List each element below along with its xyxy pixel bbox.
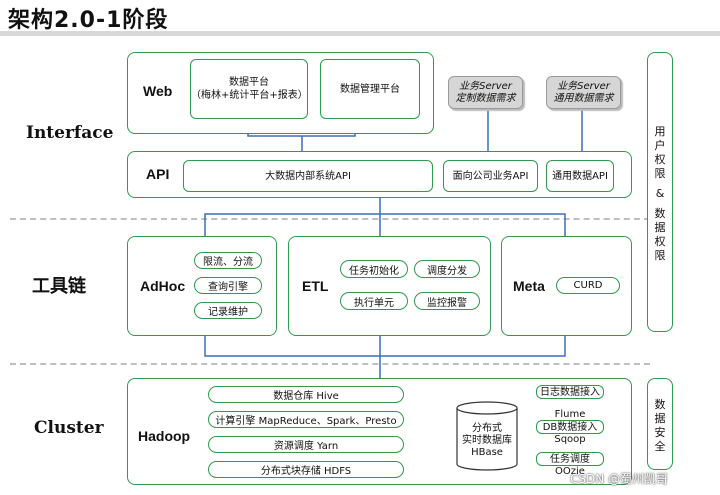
data-platform-box: 数据平台 （梅林+统计平台+报表）	[190, 59, 308, 119]
hadoop-label: Hadoop	[138, 428, 191, 444]
adhoc-label: AdHoc	[140, 278, 186, 294]
layer-label-cluster: Cluster	[34, 418, 104, 438]
top-divider-bar	[0, 31, 720, 36]
data-security-box	[647, 378, 673, 470]
server-general-line1: 业务Server	[557, 80, 610, 92]
etl-item-dispatch: 调度分发	[414, 260, 480, 278]
oozie-label: OOzie	[555, 466, 585, 477]
server-custom-box: 业务Server 定制数据需求	[448, 76, 523, 109]
data-platform-subtitle: （梅林+统计平台+报表）	[191, 90, 308, 101]
hbase-cylinder-icon	[456, 401, 518, 471]
hbase-label: 分布式 实时数据库 HBase	[462, 423, 512, 458]
adhoc-item-rate-limit: 限流、分流	[194, 252, 262, 269]
adhoc-item-query-engine: 查询引擎	[194, 277, 262, 294]
internal-api-box: 大数据内部系统API	[183, 160, 433, 192]
layer-divider-2	[10, 363, 650, 365]
data-mgmt-platform-label: 数据管理平台	[340, 83, 400, 95]
db-access-box: DB数据接入	[536, 420, 604, 434]
internal-api-label: 大数据内部系统API	[265, 170, 351, 182]
sqoop-label: Sqoop	[554, 434, 586, 445]
server-custom-line2: 定制数据需求	[455, 92, 516, 104]
web-label: Web	[143, 83, 173, 99]
data-platform-title: 数据平台	[229, 77, 269, 88]
hadoop-item-yarn: 资源调度 Yarn	[208, 436, 404, 453]
layer-label-interface: Interface	[26, 123, 114, 143]
api-label: API	[146, 166, 170, 182]
hadoop-item-hive: 数据仓库 Hive	[208, 386, 404, 403]
page-title: 架构2.0-1阶段	[8, 8, 169, 33]
server-general-box: 业务Server 通用数据需求	[546, 76, 621, 109]
meta-label: Meta	[513, 278, 545, 294]
hadoop-item-hdfs: 分布式块存储 HDFS	[208, 461, 404, 478]
meta-item-curd: CURD	[556, 277, 620, 294]
hadoop-item-compute-engine: 计算引擎 MapReduce、Spark、Presto	[208, 411, 404, 428]
etl-item-executor: 执行单元	[340, 292, 408, 310]
server-custom-line1: 业务Server	[459, 80, 512, 92]
user-permission-label: 用户权限&数据权限	[654, 125, 666, 262]
flume-label: Flume	[554, 409, 586, 420]
user-permission-box	[647, 52, 673, 332]
layer-label-toolchain: 工具链	[32, 276, 86, 297]
watermark: CSDN @蜀州凯哥	[570, 472, 669, 486]
etl-item-monitor-alert: 监控报警	[414, 292, 480, 310]
general-api-label: 通用数据API	[552, 170, 608, 182]
etl-label: ETL	[302, 278, 329, 294]
layer-divider-1	[10, 218, 650, 220]
general-api-box: 通用数据API	[546, 160, 614, 192]
scheduler-box: 任务调度	[536, 452, 604, 466]
data-security-label: 数据安全	[654, 398, 666, 453]
etl-item-task-init: 任务初始化	[340, 260, 408, 278]
adhoc-item-record-maintenance: 记录维护	[194, 302, 262, 319]
server-general-line2: 通用数据需求	[553, 92, 614, 104]
log-access-box: 日志数据接入	[536, 385, 604, 399]
company-api-box: 面向公司业务API	[443, 160, 538, 192]
company-api-label: 面向公司业务API	[452, 170, 529, 182]
data-mgmt-platform-box: 数据管理平台	[320, 59, 420, 119]
etl-container	[288, 236, 491, 336]
